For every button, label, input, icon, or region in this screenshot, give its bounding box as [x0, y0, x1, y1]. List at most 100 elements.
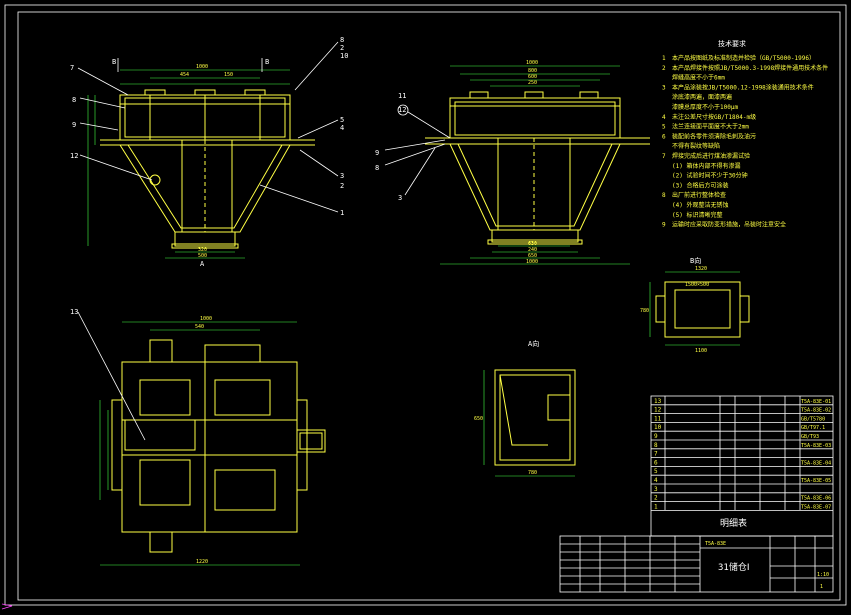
callout-4: 4: [340, 124, 344, 132]
notes-title: 技术要求: [718, 39, 746, 48]
front-dim-top-1: 1000: [196, 64, 208, 70]
bom-row-no: 7: [654, 451, 658, 458]
bom-row-code: GB/T5780: [801, 416, 825, 422]
front-dim-top-2: 454: [180, 72, 189, 78]
note-text: 涂底漆两遍，面漆两遍: [672, 93, 732, 101]
bom-row-code: T5A-83E-02: [801, 408, 831, 414]
side-dim-bottom-4: 1000: [526, 259, 538, 265]
bom-row-no: 5: [654, 468, 658, 475]
bom-row-code: T5A-83E-03: [801, 443, 831, 449]
bom-row-code: T5A-83E-04: [801, 460, 831, 466]
note-num: 1: [662, 55, 666, 62]
callout-12: 12: [70, 152, 78, 160]
title-drawing-no: T5A-83E: [705, 541, 726, 547]
note-text: 焊缝高度不小于6mm: [672, 74, 725, 82]
bom-row-code: GB/T93: [801, 434, 819, 440]
section-b-title: B向: [690, 256, 701, 265]
drawing-border: [4, 4, 847, 606]
bom-row-no: 10: [654, 424, 662, 431]
note-num: 5: [662, 124, 666, 131]
side-callout-11: 11: [398, 92, 406, 100]
plan-callout-13: 13: [70, 308, 78, 316]
note-text: (5) 标识清晰完整: [672, 211, 722, 219]
bom-row-no: 1: [654, 503, 658, 510]
cut-mark-b-right: B: [265, 58, 269, 66]
bom-header: 明细表: [720, 517, 747, 529]
section-b-dim-1: 1320: [695, 266, 707, 272]
bom-row-no: 3: [654, 486, 658, 493]
bom-row-code: T5A-83E-01: [801, 399, 831, 405]
section-b-dim-2: 1100: [695, 348, 707, 354]
note-num: 8: [662, 192, 666, 199]
title-block: T5A-83E 31储仓Ⅰ 1:10 1: [559, 535, 834, 593]
side-dim-top-2: 800: [528, 68, 537, 74]
side-view: 1000 800 600 250 630 240 650 1000 11 12 …: [375, 60, 650, 265]
note-text: (3) 合格后方可涂装: [672, 181, 728, 189]
callout-top-2: 2: [340, 44, 344, 52]
section-a-dim-2: 650: [474, 416, 483, 422]
cut-mark-b-left: B: [112, 58, 116, 66]
bom-row-code: T5A-83E-06: [801, 496, 831, 502]
bom-row-no: 12: [654, 407, 662, 414]
note-num: 4: [662, 114, 666, 121]
note-num: 6: [662, 133, 666, 140]
section-b-inner-label: 1500×500: [685, 282, 709, 288]
section-a-dim-1: 780: [528, 470, 537, 476]
drawing-inner-border: [17, 11, 841, 601]
bom-row-code: T5A-83E-07: [801, 504, 831, 510]
callout-8: 8: [72, 96, 76, 104]
plan-dim-top-1: 1000: [200, 316, 212, 322]
callout-2: 2: [340, 182, 344, 190]
callout-9: 9: [72, 121, 76, 129]
front-dim-top-3: 150: [224, 72, 233, 78]
side-dim-top-1: 1000: [526, 60, 538, 66]
note-text: (4) 外观整洁无锈蚀: [672, 201, 728, 209]
plan-dim-top-2: 540: [195, 324, 204, 330]
callout-5: 5: [340, 116, 344, 124]
note-num: 2: [662, 65, 666, 72]
section-b-view: B向 1320 1100 780 1500×500: [640, 256, 750, 354]
front-dim-bottom-2: 500: [198, 253, 207, 259]
note-text: 不得有裂纹等缺陷: [672, 142, 720, 150]
note-text: 本产品焊接件按照JB/T5000.3-1998焊接件通用技术条件: [672, 64, 828, 72]
side-dim-bottom-3: 650: [528, 253, 537, 259]
title-name: 31储仓Ⅰ: [718, 561, 750, 573]
note-text: 未注公差尺寸按GB/T1804-m级: [672, 113, 756, 121]
note-num: 3: [662, 84, 666, 91]
side-callout-12: 12: [398, 106, 406, 114]
bom-row-no: 8: [654, 442, 658, 449]
plan-view: 1000 540 1220 13: [70, 308, 326, 566]
callout-top-10: 10: [340, 52, 348, 60]
note-text: 本产品涂装按JB/T5000.12-1998涂装通用技术条件: [672, 83, 814, 91]
note-num: 9: [662, 222, 666, 229]
side-dim-top-4: 250: [528, 80, 537, 86]
bom-row-code: GB/T97.1: [801, 425, 825, 431]
callout-1: 1: [340, 209, 344, 217]
side-callout-3: 3: [398, 194, 402, 202]
section-label-a: A: [200, 260, 205, 268]
side-dim-bottom-1: 630: [528, 241, 537, 247]
front-view: 1000 454 150 320 500 7 8 9 12 8 2 10 5 4…: [70, 36, 348, 268]
bom-row-no: 13: [654, 398, 662, 405]
note-text: 法兰连接面平面度不大于2mm: [672, 123, 749, 131]
section-b-dim-3: 780: [640, 308, 649, 314]
bom-row-no: 2: [654, 495, 658, 502]
note-text: 焊接完成后进行煤油渗漏试验: [672, 152, 750, 160]
bom-row-no: 4: [654, 477, 658, 484]
bom-row-code: T5A-83E-05: [801, 478, 831, 484]
bom-row-no: 9: [654, 433, 658, 440]
side-callout-8: 8: [375, 164, 379, 172]
callout-7: 7: [70, 64, 74, 72]
note-text: (2) 试验时间不少于30分钟: [672, 172, 748, 180]
note-num: 7: [662, 153, 666, 160]
side-dim-bottom-2: 240: [528, 247, 537, 253]
note-text: 运输时应采取防变形措施，吊装时注意安全: [672, 221, 786, 229]
front-dim-bottom-1: 320: [198, 247, 207, 253]
callout-top-8: 8: [340, 36, 344, 44]
title-sheet: 1: [820, 584, 823, 590]
side-dim-top-3: 600: [528, 74, 537, 80]
callout-3: 3: [340, 172, 344, 180]
